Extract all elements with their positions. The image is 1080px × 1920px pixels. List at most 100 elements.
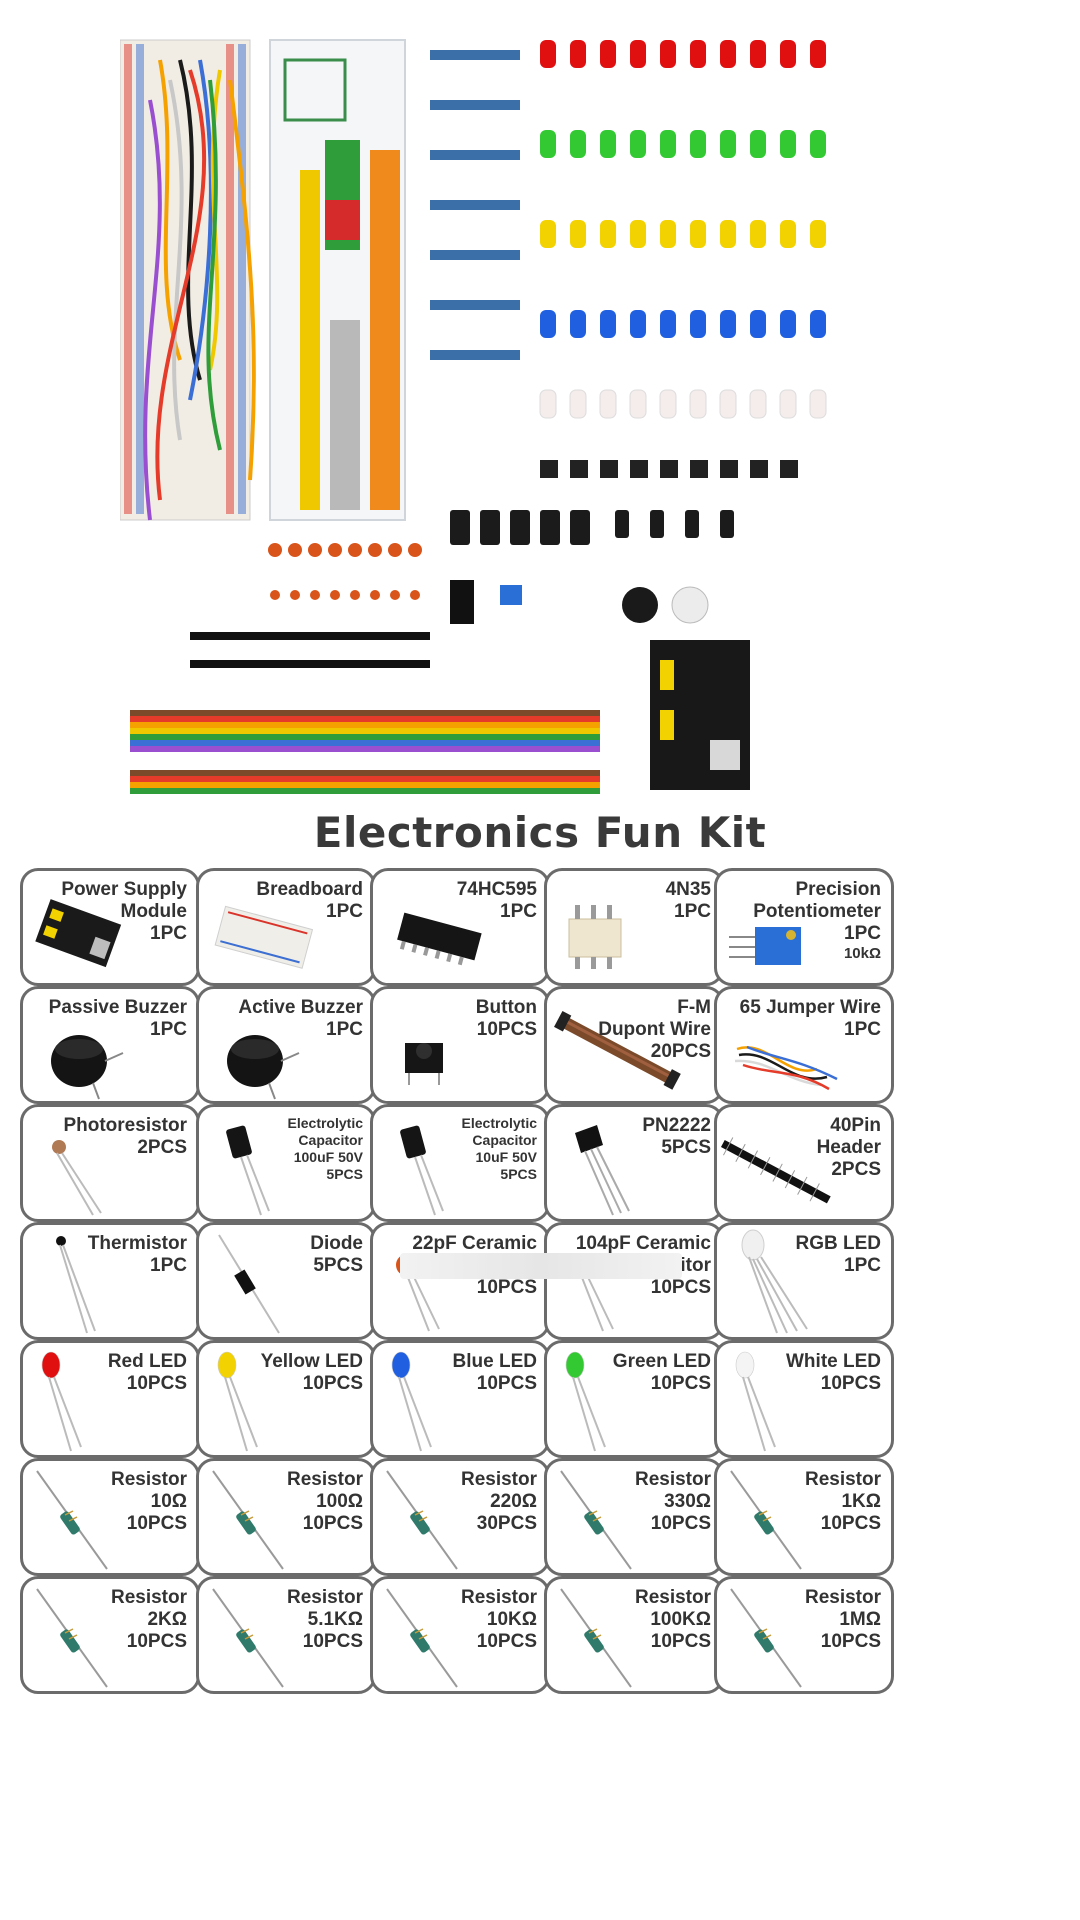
capacitor-icon [400, 1125, 444, 1216]
component-label-line: 74HC595 [456, 879, 537, 900]
power-supply-module-photo [650, 640, 750, 790]
component-label-line: 1PC [844, 1019, 881, 1040]
optocoupler-icon [568, 905, 622, 969]
component-label-line: Breadboard [256, 879, 363, 900]
component-label-line: 1PC [844, 1255, 881, 1276]
component-label-line: Button [475, 997, 537, 1018]
component-label-line: 10PCS [650, 1631, 711, 1652]
rgb-led-icon [741, 1229, 808, 1334]
component-label-line: 1PC [150, 1255, 187, 1276]
component-label-line: 10PCS [302, 1513, 363, 1534]
buzzer-icon [51, 1035, 124, 1100]
component-label-line: 1PC [844, 923, 881, 944]
resistor-icon [212, 1588, 284, 1688]
component-label-line: 1PC [500, 901, 537, 922]
component-label-line: 2PCS [831, 1159, 881, 1180]
component-label-line: Resistor [110, 1587, 187, 1608]
led-icon [565, 1351, 606, 1452]
dupont-wire-icon [554, 1010, 681, 1090]
component-label-line: Capacitor [472, 1132, 537, 1148]
ceramic-caps-photo [268, 543, 422, 600]
component-label-line: 100KΩ [650, 1609, 711, 1630]
jumper-wire-bundle-photo [143, 59, 256, 521]
component-label-line: 65 Jumper Wire [739, 997, 881, 1018]
component-label-line: Resistor [804, 1587, 881, 1608]
component-label-line: Resistor [804, 1469, 881, 1490]
buzzer-photo [622, 587, 658, 623]
component-label-line: 10PCS [650, 1513, 711, 1534]
led-icon [391, 1351, 432, 1452]
resistor-icon [560, 1470, 632, 1570]
component-label-line: 1PC [674, 901, 711, 922]
component-label-line: 1KΩ [841, 1491, 881, 1512]
component-label-line: 100Ω [316, 1491, 363, 1512]
component-label-line: 5PCS [661, 1137, 711, 1158]
component-label-line: 5PCS [500, 1166, 537, 1182]
kit-product-photo [120, 39, 827, 794]
component-label-line: 5PCS [326, 1166, 363, 1182]
component-label-line: PN2222 [642, 1115, 711, 1136]
led-icon [41, 1351, 82, 1452]
component-label-line: Resistor [286, 1469, 363, 1490]
component-label-line: 5.1KΩ [307, 1609, 363, 1630]
capacitor-icon [226, 1125, 270, 1216]
component-label-line: 1PC [326, 901, 363, 922]
resistor-icon [386, 1470, 458, 1570]
component-label-line: Resistor [460, 1469, 537, 1490]
led-rows-photo [539, 40, 827, 419]
component-label-line: Resistor [286, 1587, 363, 1608]
button-icon [405, 1043, 443, 1085]
resistor-icon [730, 1470, 802, 1570]
component-label-line: Yellow LED [260, 1351, 363, 1372]
led-icon [735, 1351, 776, 1452]
breadboard-photo [120, 39, 251, 521]
component-label-line: 10PCS [650, 1373, 711, 1394]
component-label-line: 10PCS [820, 1513, 881, 1534]
component-label-line: 10PCS [126, 1631, 187, 1652]
component-label-line: Photoresistor [63, 1115, 187, 1136]
component-label-line: 10KΩ [486, 1609, 537, 1630]
resistor-icon [212, 1470, 284, 1570]
component-label-line: White LED [786, 1351, 881, 1372]
component-label-line: 220Ω [490, 1491, 537, 1512]
component-label-line: 1PC [150, 923, 187, 944]
component-label-line: 10kΩ [843, 945, 881, 962]
component-label-line: Red LED [107, 1351, 187, 1372]
